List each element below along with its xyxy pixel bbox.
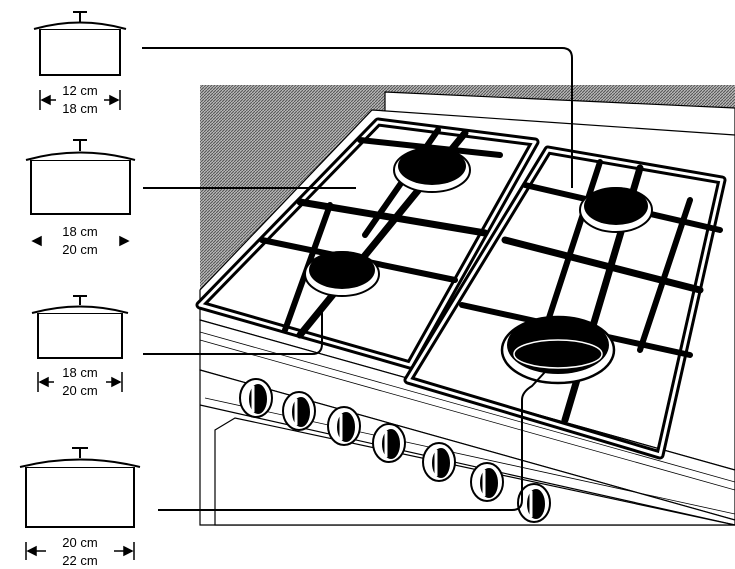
pot-icon xyxy=(25,139,136,215)
control-knob-icon xyxy=(282,391,316,431)
pan-3-size-min: 18 cm xyxy=(62,365,97,380)
control-knob-icon xyxy=(470,462,504,502)
leader-line-pan-1 xyxy=(142,47,573,188)
control-knob-icon xyxy=(517,483,551,523)
pan-4-size-max: 22 cm xyxy=(62,553,97,568)
leader-lines xyxy=(142,47,573,511)
gas-burner-icon xyxy=(500,315,616,385)
pan-1-size-max: 18 cm xyxy=(62,101,97,116)
control-knob-icon xyxy=(327,406,361,446)
control-knob-icon xyxy=(239,378,273,418)
pan-2-size-min: 18 cm xyxy=(62,224,97,239)
pan-2-size-max: 20 cm xyxy=(62,242,97,257)
control-knob-icon xyxy=(372,423,406,463)
leader-line-pan-4 xyxy=(158,371,546,511)
pan-3-size-max: 20 cm xyxy=(62,383,97,398)
pot-icon xyxy=(19,447,141,528)
leader-line-pan-3 xyxy=(143,312,323,355)
hob-edge xyxy=(199,331,735,491)
gas-burner-icon xyxy=(393,147,471,193)
pot-icon xyxy=(31,295,129,359)
pan-4-size-min: 20 cm xyxy=(62,535,97,550)
gas-burner-icon xyxy=(304,251,380,297)
control-knob-icon xyxy=(422,442,456,482)
gas-burner-icon xyxy=(579,187,653,233)
pot-icon xyxy=(33,11,127,76)
dimension-arrows xyxy=(25,90,135,560)
size-labels: 12 cm 18 cm 18 cm 20 cm 18 cm 20 cm 20 c… xyxy=(62,83,97,568)
control-knobs xyxy=(239,378,551,523)
pan-1-size-min: 12 cm xyxy=(62,83,97,98)
